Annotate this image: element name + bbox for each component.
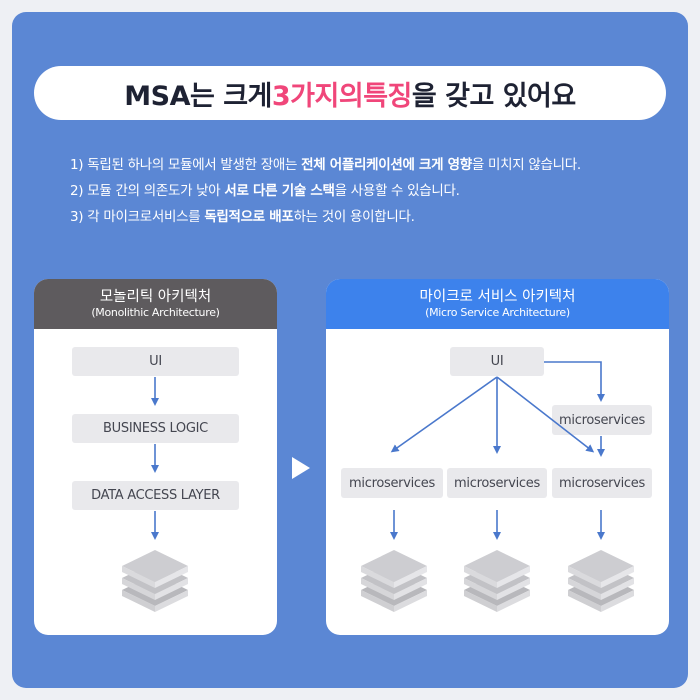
title-part-1: MSA는 크게 bbox=[124, 80, 272, 112]
mono-layer-business-logic: BUSINESS LOGIC bbox=[72, 414, 239, 443]
database-stack-icon bbox=[361, 550, 427, 612]
mono-layer-data-access: DATA ACCESS LAYER bbox=[72, 481, 239, 510]
database-stack-icon bbox=[568, 550, 634, 612]
monolithic-title: 모놀리틱 아키텍처 bbox=[99, 289, 212, 305]
title-part-3: 을 갖고 있어요 bbox=[411, 80, 576, 112]
microservice-middle: microservices bbox=[447, 468, 547, 498]
monolithic-header: 모놀리틱 아키텍처 (Monolithic Architecture) bbox=[34, 279, 277, 329]
title-highlight-feature: 특징 bbox=[363, 80, 412, 112]
microservice-left: microservices bbox=[341, 468, 443, 498]
microservice-top-right: microservices bbox=[552, 405, 652, 435]
msa-ui: UI bbox=[450, 347, 544, 376]
play-arrow-icon bbox=[292, 457, 310, 479]
msa-title: 마이크로 서비스 아키텍처 bbox=[419, 289, 576, 305]
mono-layer-ui: UI bbox=[72, 347, 239, 376]
feature-item-3: 3) 각 마이크로서비스를 독립적으로 배포하는 것이 용이합니다. bbox=[70, 209, 415, 225]
msa-subtitle: (Micro Service Architecture) bbox=[425, 306, 570, 319]
database-stack-icon bbox=[464, 550, 530, 612]
feature-list: 1) 독립된 하나의 모듈에서 발생한 장애는 전체 어플리케이션에 크게 영향… bbox=[70, 152, 670, 230]
database-stack-icon bbox=[122, 550, 188, 612]
feature-item-1: 1) 독립된 하나의 모듈에서 발생한 장애는 전체 어플리케이션에 크게 영향… bbox=[70, 157, 581, 173]
title-highlight-count: 3가지의 bbox=[271, 80, 364, 112]
down-arrow-icon bbox=[151, 361, 605, 540]
microservice-right: microservices bbox=[552, 468, 652, 498]
monolithic-subtitle: (Monolithic Architecture) bbox=[91, 306, 220, 319]
msa-header: 마이크로 서비스 아키텍처 (Micro Service Architectur… bbox=[326, 279, 669, 329]
feature-item-2: 2) 모듈 간의 의존도가 낮아 서로 다른 기술 스택을 사용할 수 있습니다… bbox=[70, 183, 460, 199]
